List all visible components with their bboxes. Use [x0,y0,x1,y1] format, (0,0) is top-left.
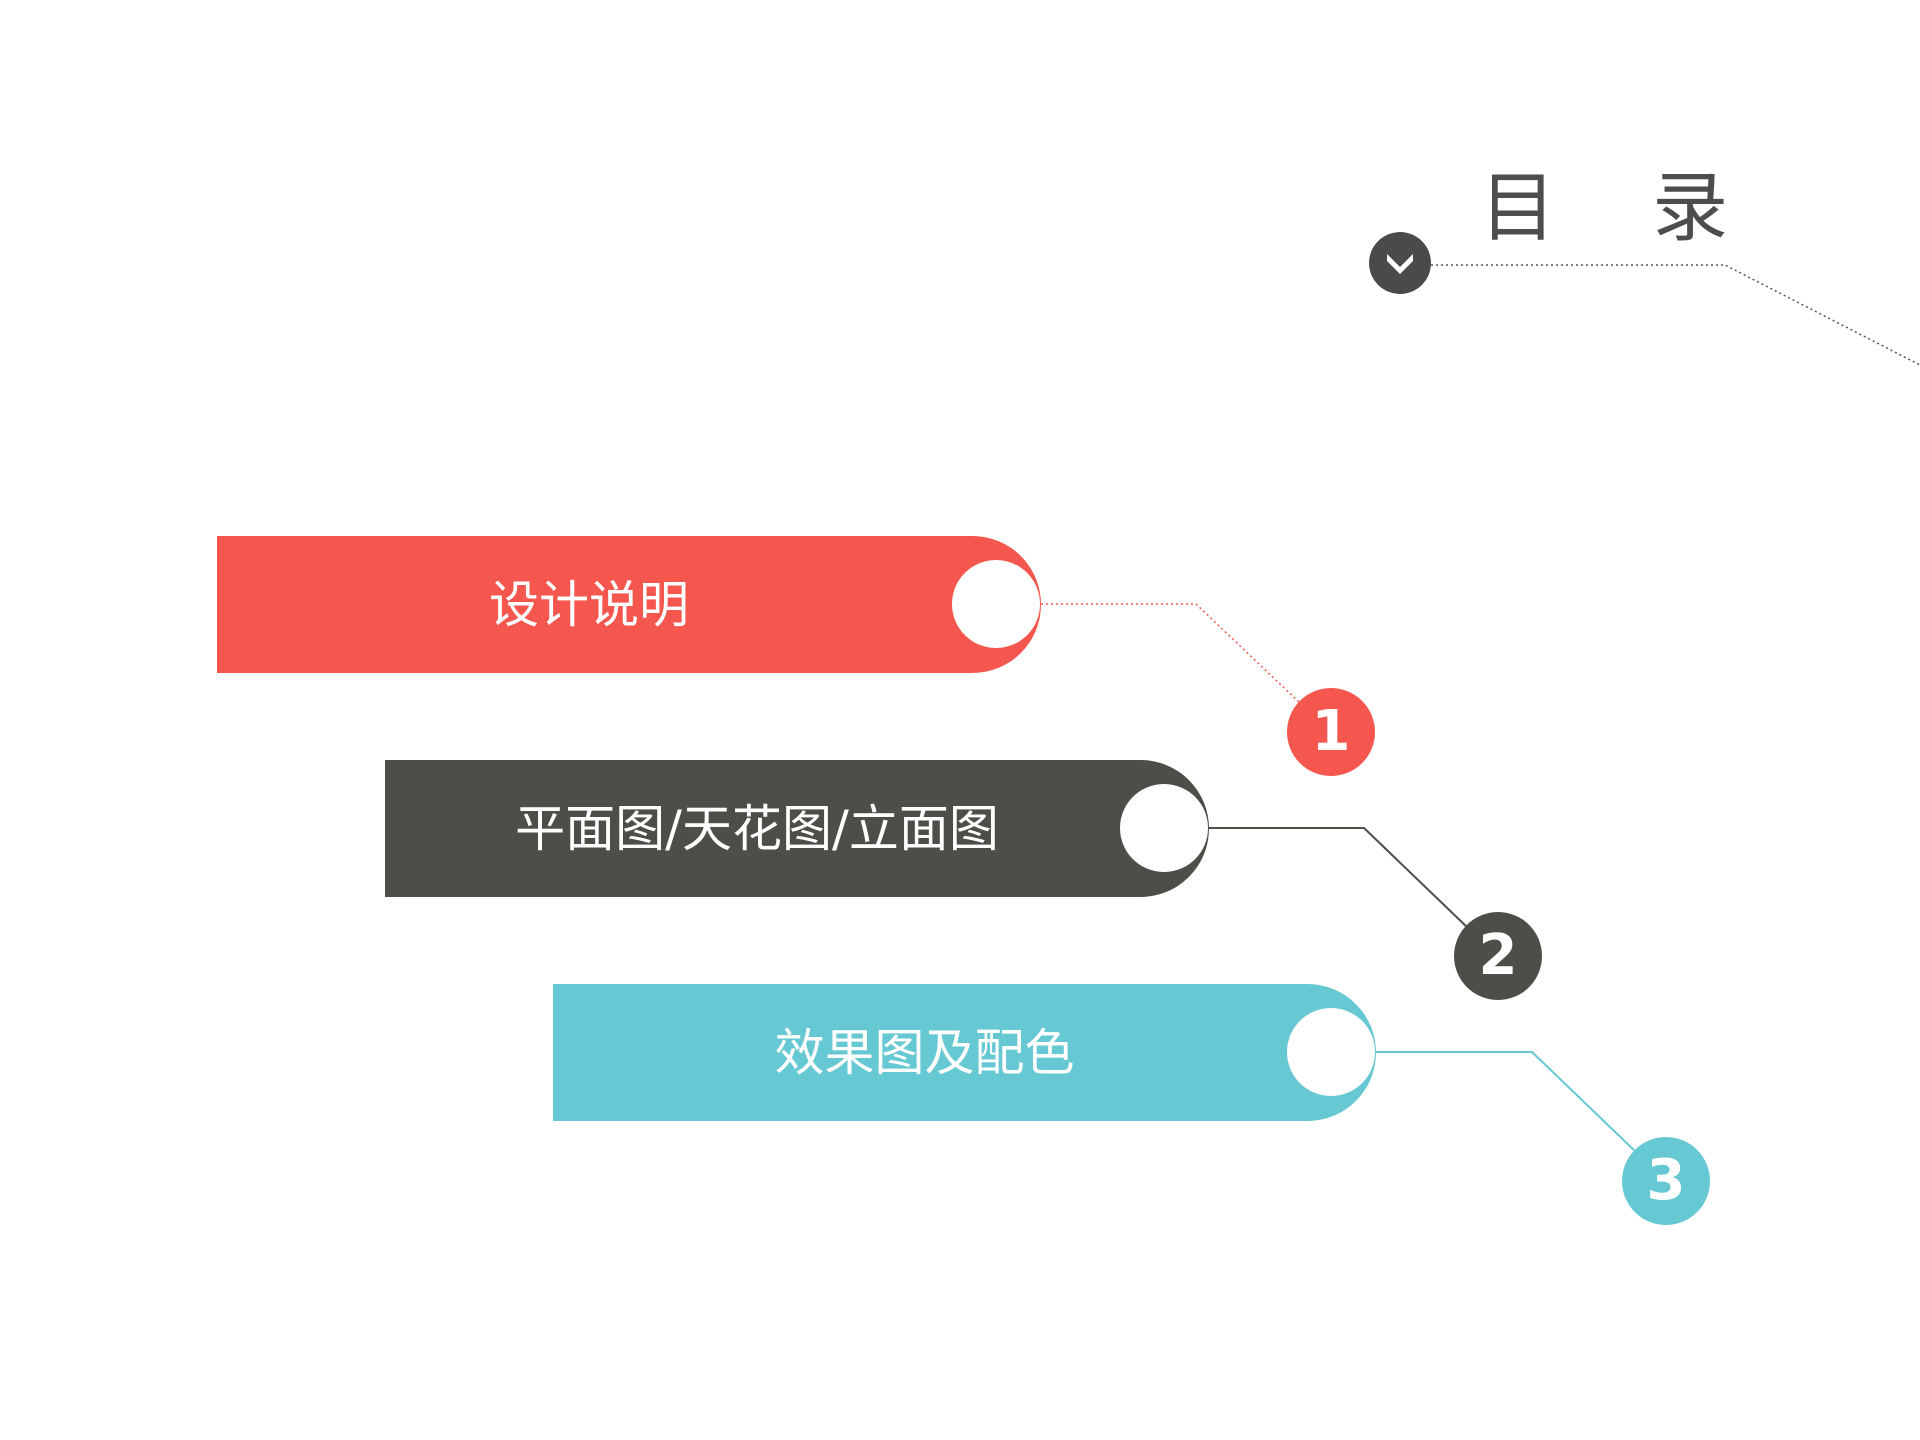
toc-item-label: 平面图/天花图/立面图 [515,799,999,858]
bar-notch [952,560,1040,648]
page-title: 目 录 [1480,163,1765,252]
number-badge-1: 1 [1287,688,1375,776]
title-badge [1369,232,1431,294]
bar-notch [1120,784,1208,872]
connector-line-2 [1209,827,1469,929]
number-badge-3: 3 [1622,1137,1710,1225]
connector-line-1 [1041,603,1302,705]
number-badge-2: 2 [1454,912,1542,1000]
toc-item-1[interactable]: 设计说明 [217,536,1041,673]
toc-item-label: 设计说明 [489,575,689,634]
title-connector-line [1431,264,1920,366]
toc-item-3[interactable]: 效果图及配色 [553,984,1376,1121]
chevron-down-icon [1387,254,1413,274]
toc-item-2[interactable]: 平面图/天花图/立面图 [385,760,1209,897]
bar-notch [1287,1008,1375,1096]
toc-item-label: 效果图及配色 [774,1023,1075,1082]
connector-line-3 [1376,1051,1637,1153]
